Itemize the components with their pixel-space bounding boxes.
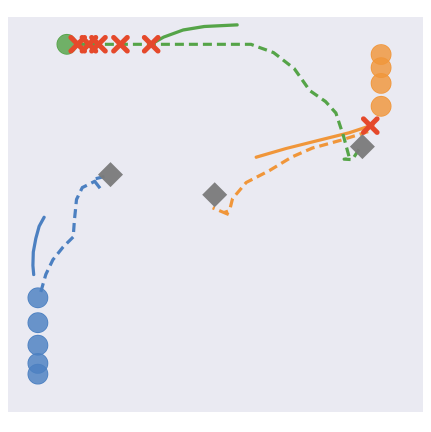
goal-green-marker: [349, 134, 375, 160]
green-cross-marker-5: [360, 116, 380, 135]
green-dashed-trajectory: [76, 42, 363, 162]
plot-layer: [27, 23, 392, 385]
green-solid-trajectory: [149, 23, 239, 46]
blue-marker-0: [27, 287, 49, 309]
blue-marker-1: [27, 312, 49, 334]
green-cross-marker-3: [111, 34, 130, 54]
blue-solid-trajectory: [31, 215, 46, 277]
goal-orange-marker: [202, 182, 228, 208]
plot-background: [8, 17, 423, 412]
blue-dashed-trajectory: [39, 174, 108, 293]
green-cross-marker-4: [141, 34, 161, 54]
orange-marker-2: [370, 73, 392, 94]
blue-marker-4: [27, 363, 49, 385]
goal-blue-marker: [98, 162, 123, 188]
blue-marker-2: [27, 334, 49, 356]
orange-marker-3: [370, 95, 392, 117]
orange-solid-trajectory: [254, 123, 375, 159]
green-cross-marker-2: [89, 34, 108, 54]
orange-dashed-trajectory: [211, 130, 369, 217]
